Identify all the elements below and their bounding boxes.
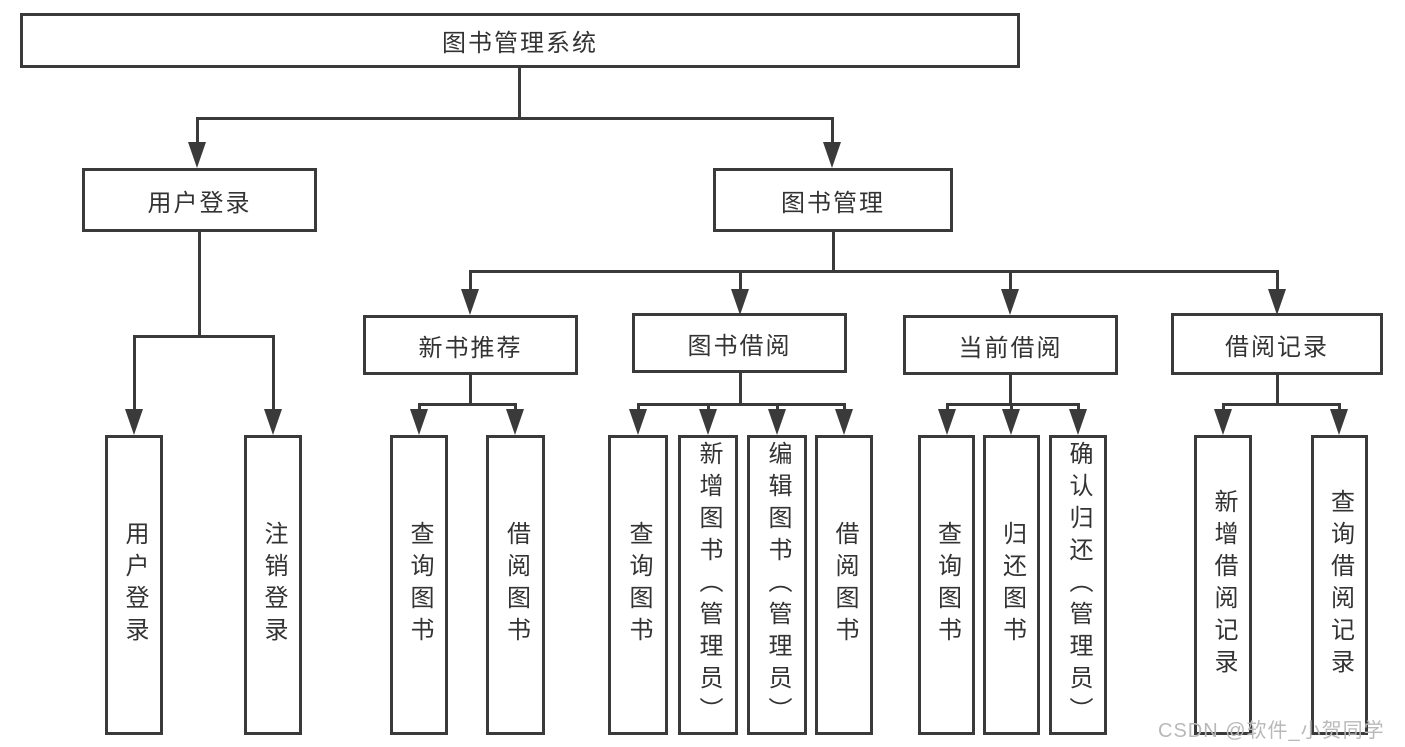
node-new-book-recommend: 新书推荐: [363, 315, 578, 375]
connector-line-horizontal: [196, 117, 832, 120]
leaf-borrow-books: 借阅图书: [815, 435, 873, 735]
arrowhead-down-icon: [506, 409, 524, 435]
node-label: 图书借阅: [687, 332, 792, 360]
leaf-query-books-recommend: 查询图书: [390, 435, 448, 735]
leaf-label: 查询图书: [625, 521, 652, 649]
connector-line-horizontal: [418, 403, 515, 406]
leaf-label: 用户登录: [121, 521, 148, 649]
connector-line-vertical: [1010, 403, 1013, 409]
node-book-management-branch: 图书管理: [713, 168, 953, 232]
node-library-management-system: 图书管理系统: [20, 13, 1020, 68]
connector-line-horizontal: [637, 403, 845, 406]
connector-line-vertical: [1276, 375, 1279, 403]
leaf-add-borrow-record: 新增借阅记录: [1194, 435, 1252, 735]
connector-line-vertical: [739, 373, 742, 403]
arrowhead-down-icon: [1214, 409, 1232, 435]
connector-line-vertical: [831, 117, 834, 142]
leaf-logout: 注销登录: [244, 435, 302, 735]
connector-line-vertical: [1276, 270, 1279, 289]
arrowhead-down-icon: [125, 409, 143, 435]
connector-line-vertical: [946, 403, 949, 409]
connector-line-vertical: [469, 270, 472, 289]
leaf-label: 归还图书: [998, 521, 1026, 649]
connector-line-vertical: [272, 335, 275, 409]
arrowhead-down-icon: [264, 409, 282, 435]
node-borrow-records: 借阅记录: [1171, 313, 1383, 375]
arrowhead-down-icon: [461, 289, 479, 315]
arrowhead-down-icon: [629, 409, 647, 435]
arrowhead-down-icon: [768, 409, 786, 435]
connector-line-vertical: [1338, 403, 1341, 409]
arrowhead-down-icon: [1330, 409, 1348, 435]
arrowhead-down-icon: [823, 142, 841, 168]
arrowhead-down-icon: [835, 409, 853, 435]
arrowhead-down-icon: [1268, 289, 1286, 315]
connector-line-horizontal: [469, 270, 1278, 273]
node-label: 图书管理系统: [442, 30, 598, 57]
connector-line-vertical: [196, 117, 199, 142]
arrowhead-down-icon: [938, 409, 956, 435]
leaf-confirm-return-admin: 确认归还（管理员）: [1049, 435, 1107, 735]
connector-line-horizontal: [133, 335, 274, 338]
leaf-label: 注销登录: [260, 521, 287, 649]
leaf-label: 编辑图书（管理员）: [764, 441, 791, 729]
connector-line-vertical: [1077, 403, 1080, 409]
leaf-user-login: 用户登录: [105, 435, 163, 735]
connector-line-horizontal: [1222, 403, 1340, 406]
arrowhead-down-icon: [731, 289, 749, 315]
arrowhead-down-icon: [1002, 409, 1020, 435]
csdn-watermark: CSDN @软件_小贺同学: [1158, 720, 1385, 742]
leaf-label: 借阅图书: [502, 521, 530, 649]
connector-line-vertical: [739, 270, 742, 289]
arrowhead-down-icon: [410, 409, 428, 435]
connector-line-vertical: [776, 403, 779, 409]
node-label: 当前借阅: [958, 334, 1063, 362]
connector-line-vertical: [843, 403, 846, 409]
node-user-login-branch: 用户登录: [82, 168, 317, 232]
leaf-add-book-admin: 新增图书（管理员）: [678, 435, 738, 735]
connector-line-vertical: [1009, 270, 1012, 289]
arrowhead-down-icon: [699, 409, 717, 435]
leaf-label: 查询图书: [933, 521, 961, 649]
node-label: 用户登录: [147, 189, 252, 217]
leaf-return-books: 归还图书: [983, 435, 1040, 735]
leaf-query-books-current: 查询图书: [918, 435, 975, 735]
leaf-label: 新增借阅记录: [1210, 489, 1237, 681]
node-book-borrow: 图书借阅: [632, 313, 847, 373]
connector-line-vertical: [1009, 375, 1012, 403]
connector-line-vertical: [514, 403, 517, 409]
leaf-label: 确认归还（管理员）: [1065, 441, 1092, 729]
leaf-edit-book-admin: 编辑图书（管理员）: [747, 435, 807, 735]
leaf-label: 借阅图书: [831, 521, 858, 649]
node-label: 借阅记录: [1225, 333, 1329, 361]
node-label: 图书管理: [781, 189, 885, 217]
leaf-borrow-books-recommend: 借阅图书: [486, 435, 545, 735]
node-current-borrow: 当前借阅: [903, 315, 1118, 375]
leaf-query-books-borrow: 查询图书: [608, 435, 668, 735]
node-label: 新书推荐: [418, 334, 523, 362]
connector-line-vertical: [707, 403, 710, 409]
connector-line-vertical: [198, 232, 201, 337]
leaf-label: 查询借阅记录: [1326, 489, 1354, 681]
connector-line-vertical: [469, 375, 472, 403]
connector-line-vertical: [518, 68, 521, 117]
leaf-label: 新增图书（管理员）: [695, 441, 722, 729]
arrowhead-down-icon: [1069, 409, 1087, 435]
connector-line-vertical: [418, 403, 421, 409]
arrowhead-down-icon: [1001, 289, 1019, 315]
leaf-label: 查询图书: [406, 521, 433, 649]
connector-line-vertical: [133, 335, 136, 409]
connector-line-vertical: [832, 232, 835, 272]
arrowhead-down-icon: [188, 142, 206, 168]
connector-line-vertical: [1222, 403, 1225, 409]
connector-line-vertical: [637, 403, 640, 409]
leaf-query-borrow-record: 查询借阅记录: [1311, 435, 1368, 735]
